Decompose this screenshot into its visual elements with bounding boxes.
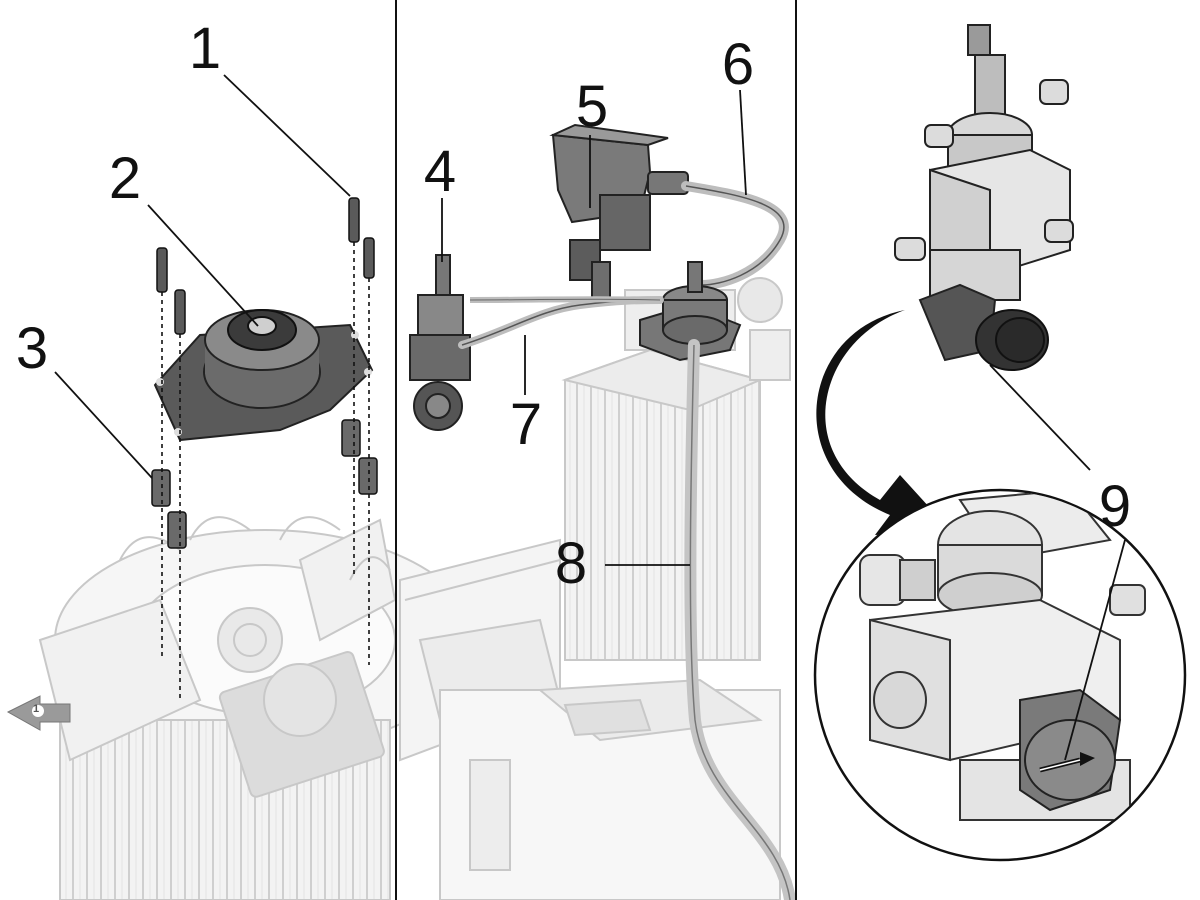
right-leader-lines	[989, 364, 1126, 761]
callout-3: 3	[15, 316, 49, 381]
middle-panel-artwork	[399, 89, 796, 900]
panel-divider-right	[795, 0, 797, 900]
arrow-badge-label: 1	[33, 703, 40, 715]
middle-leader-lines	[441, 89, 747, 566]
alignment-lines	[161, 242, 370, 700]
callout-5: 5	[575, 74, 609, 139]
callout-1: 1	[188, 16, 222, 81]
mounting-plate	[153, 309, 374, 442]
screws	[156, 197, 375, 335]
callout-7: 7	[509, 392, 543, 457]
rotation-arrow	[816, 310, 950, 535]
callout-4: 4	[423, 139, 457, 204]
callout-6: 6	[721, 32, 755, 97]
leader-lines	[54, 74, 351, 479]
panel-divider-left	[395, 0, 397, 900]
direction-arrow	[6, 695, 71, 731]
left-panel-artwork	[6, 74, 476, 900]
pump-head	[639, 261, 742, 362]
mounting-bracket	[549, 123, 689, 299]
spacers	[151, 419, 378, 549]
callout-9: 9	[1098, 474, 1132, 539]
detail-circle	[813, 488, 1187, 862]
callout-2: 2	[108, 146, 142, 211]
right-panel-artwork	[813, 24, 1187, 862]
ghost-motor-housing	[38, 516, 476, 900]
valve-manifold	[894, 24, 1074, 371]
callout-8: 8	[554, 531, 588, 596]
